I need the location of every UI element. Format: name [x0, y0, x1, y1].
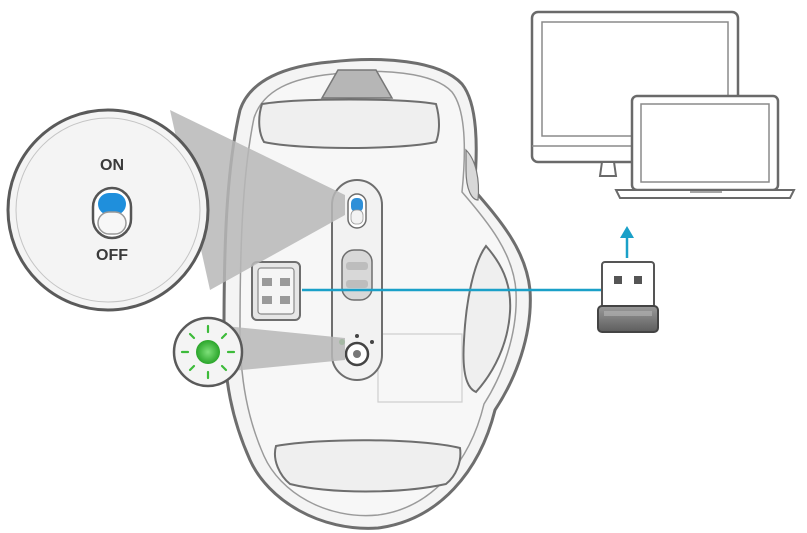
switch-off-label: OFF: [96, 247, 128, 264]
mouse-pairing-button: [339, 334, 374, 367]
mouse-sensor: [341, 249, 373, 301]
led-glow-rays: [180, 324, 236, 380]
mouse-glide-pad-bottom: [274, 439, 462, 493]
switch-callout-cone: [170, 110, 345, 290]
status-led-zoom: [172, 316, 244, 388]
mouse-battery-panel: [377, 333, 463, 403]
status-led: [196, 340, 220, 364]
mouse-underside: [222, 58, 532, 530]
mouse-power-switch: [347, 193, 367, 229]
switch-knob-on: [98, 193, 126, 215]
led-callout-cone: [215, 325, 345, 372]
switch-on-label: ON: [100, 157, 124, 174]
mouse-glide-pad-top: [258, 98, 440, 149]
mouse-receiver-slot: [251, 261, 301, 321]
switch-knob-off: [97, 211, 127, 235]
mouse-top-notch: [320, 69, 394, 99]
usb-receiver-icon: [597, 261, 659, 333]
laptop-icon: [614, 94, 796, 199]
upload-arrow-icon: [620, 226, 634, 258]
power-switch-zoom: ON OFF: [6, 108, 210, 312]
mouse-side-button: [465, 148, 480, 201]
